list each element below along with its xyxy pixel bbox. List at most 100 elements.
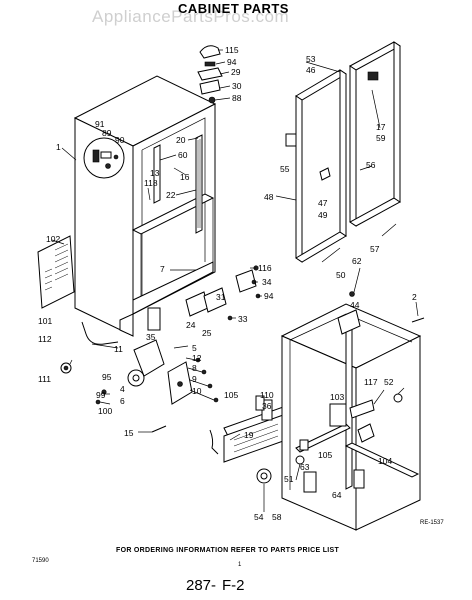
callout-58: 58 bbox=[272, 512, 282, 522]
control-knob-54 bbox=[256, 468, 272, 484]
callout-48: 48 bbox=[264, 192, 274, 202]
stop-block bbox=[367, 71, 379, 81]
callout-112: 112 bbox=[38, 334, 52, 344]
callout-100: 100 bbox=[98, 406, 112, 416]
brackets-24-25-31 bbox=[185, 287, 227, 317]
drain-fitting bbox=[60, 362, 72, 374]
callout-36: 36 bbox=[262, 401, 272, 411]
callout-1: 1 bbox=[56, 142, 61, 152]
callout-52: 52 bbox=[384, 377, 394, 387]
callout-50: 50 bbox=[336, 270, 346, 280]
callout-7: 7 bbox=[160, 264, 165, 274]
drain-trough bbox=[147, 307, 161, 331]
page-title: CABINET PARTS bbox=[178, 1, 289, 16]
callout-115: 115 bbox=[225, 45, 239, 55]
hinge-bracket-116 bbox=[227, 265, 261, 321]
callout-101: 101 bbox=[38, 316, 52, 326]
callout-54: 54 bbox=[254, 512, 264, 522]
callout-5: 5 bbox=[192, 343, 197, 353]
door-gasket-left bbox=[295, 69, 347, 263]
callout-15: 15 bbox=[124, 428, 134, 438]
callout-10: 10 bbox=[192, 386, 202, 396]
callout-44: 44 bbox=[350, 300, 360, 310]
callout-105-right: 105 bbox=[318, 450, 332, 460]
callout-13: 13 bbox=[150, 168, 160, 178]
callout-47: 47 bbox=[318, 198, 328, 208]
callout-88: 88 bbox=[232, 93, 242, 103]
callout-56: 56 bbox=[366, 160, 376, 170]
callout-6: 6 bbox=[120, 396, 125, 406]
callout-34: 34 bbox=[262, 277, 272, 287]
callout-31: 31 bbox=[216, 292, 226, 302]
watermark: AppliancePartsPros.com bbox=[92, 7, 289, 26]
ordering-note: FOR ORDERING INFORMATION REFER TO PARTS … bbox=[116, 547, 339, 554]
hinge-cover-55 bbox=[285, 133, 297, 147]
callout-9: 9 bbox=[192, 374, 197, 384]
bracket-63 bbox=[299, 439, 309, 451]
callout-12: 12 bbox=[192, 353, 202, 363]
control-assembly bbox=[95, 339, 219, 405]
callout-29: 29 bbox=[231, 67, 241, 77]
switch-110 bbox=[255, 395, 273, 421]
callout-33: 33 bbox=[238, 314, 248, 324]
callout-103: 103 bbox=[330, 392, 344, 402]
callout-105-left: 105 bbox=[224, 390, 238, 400]
callout-99: 99 bbox=[96, 390, 106, 400]
callout-22: 22 bbox=[166, 190, 176, 200]
callout-60: 60 bbox=[178, 150, 188, 160]
callout-2: 2 bbox=[412, 292, 417, 302]
callout-94-top: 94 bbox=[227, 57, 237, 67]
callout-46: 46 bbox=[306, 65, 316, 75]
callout-63: 63 bbox=[300, 462, 310, 472]
callout-94-mid: 94 bbox=[264, 291, 274, 301]
callout-51: 51 bbox=[284, 474, 294, 484]
callout-59: 59 bbox=[376, 133, 386, 143]
page-number: F-2 bbox=[222, 577, 245, 594]
light-shield-panel bbox=[223, 405, 291, 463]
hinge-detail-inset bbox=[83, 137, 125, 179]
callout-91: 91 bbox=[95, 119, 105, 129]
page-prefix: 287- bbox=[186, 577, 216, 594]
cabinet-shell bbox=[73, 75, 217, 337]
callout-35: 35 bbox=[146, 332, 156, 342]
callout-49: 49 bbox=[318, 210, 328, 220]
back-access-panel bbox=[37, 235, 75, 309]
callout-55: 55 bbox=[280, 164, 290, 174]
wire-harness bbox=[209, 429, 219, 455]
callout-16: 16 bbox=[180, 172, 190, 182]
callout-62: 62 bbox=[352, 256, 362, 266]
catalog-code: 71590 bbox=[32, 558, 49, 564]
callout-118: 118 bbox=[144, 178, 158, 188]
callout-19: 19 bbox=[244, 430, 254, 440]
bracket-44 bbox=[337, 309, 361, 335]
damper-control bbox=[329, 393, 403, 443]
bottom-center-mark: 1 bbox=[238, 562, 242, 568]
clip-47 bbox=[319, 167, 331, 181]
callout-104: 104 bbox=[378, 456, 392, 466]
callout-110: 110 bbox=[260, 390, 274, 400]
callout-89: 89 bbox=[102, 128, 112, 138]
callout-53: 53 bbox=[306, 54, 316, 64]
top-hinge-stack bbox=[197, 45, 223, 104]
callout-17: 17 bbox=[376, 122, 386, 132]
drain-tube bbox=[81, 321, 119, 345]
callout-30: 30 bbox=[232, 81, 242, 91]
screw-15 bbox=[151, 425, 167, 433]
callout-111: 111 bbox=[38, 374, 51, 384]
callout-57: 57 bbox=[370, 244, 380, 254]
callout-24: 24 bbox=[186, 320, 196, 330]
callout-90: 90 bbox=[115, 135, 125, 145]
callout-8: 8 bbox=[192, 363, 197, 373]
screw-62 bbox=[349, 291, 355, 297]
callout-25: 25 bbox=[202, 328, 212, 338]
callout-95: 95 bbox=[102, 372, 112, 382]
callout-117: 117 bbox=[364, 377, 378, 387]
callout-20: 20 bbox=[176, 135, 186, 145]
callout-11: 11 bbox=[114, 344, 123, 354]
callout-4: 4 bbox=[120, 384, 125, 394]
screw-2 bbox=[411, 317, 425, 323]
callout-labels: 1 91 89 90 115 94 29 30 88 20 60 16 13 1… bbox=[38, 45, 417, 522]
door-gasket-right bbox=[349, 41, 401, 227]
callout-64: 64 bbox=[332, 490, 342, 500]
